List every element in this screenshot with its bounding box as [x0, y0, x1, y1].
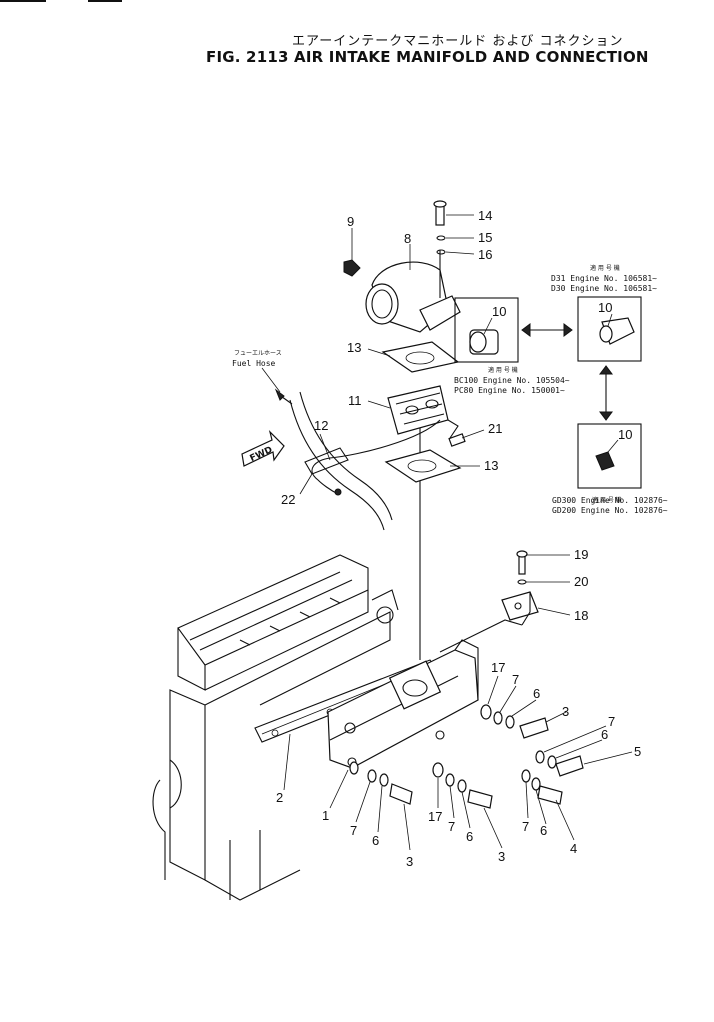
- figure-title-japanese: エアーインテークマニホールド および コネクション: [292, 34, 624, 49]
- callout-10-top-right: 10: [598, 300, 612, 315]
- callout-21: 21: [488, 421, 502, 436]
- intake-manifold-drawing: [327, 395, 523, 769]
- figure-title: FIG. 2113 AIR INTAKE MANIFOLD AND CONNEC…: [206, 48, 649, 66]
- callout-12: 12: [314, 418, 328, 433]
- callout-10-middle: 10: [492, 304, 506, 319]
- callout-3-right: 3: [562, 704, 569, 719]
- detail-box-bottom-right: [577, 423, 642, 489]
- callout-8: 8: [404, 231, 411, 246]
- fasteners-drawing: [349, 704, 584, 809]
- top-edge-mark-left: [0, 0, 46, 2]
- callout-5: 5: [634, 744, 641, 759]
- fuel-hose-label-en: Fuel Hose: [232, 359, 276, 368]
- callout-7-center: 7: [448, 819, 455, 834]
- fuel-hose-label: フューエルホース Fuel Hose: [232, 350, 282, 368]
- callout-7-left: 7: [350, 823, 357, 838]
- callout-numbers: 14 15 16 9 8 10 10 10 13 11 12 21 13 22 …: [276, 208, 641, 869]
- applicability-notes: 適 用 号 機 D31 Engine No. 106581~ D30 Engin…: [454, 264, 668, 515]
- callout-4: 4: [570, 841, 577, 856]
- callout-16: 16: [478, 247, 492, 262]
- callout-1: 1: [322, 808, 329, 823]
- callout-6-right-mid: 6: [601, 727, 608, 742]
- callout-9: 9: [347, 214, 354, 229]
- applicability-top-right-line-1: D31 Engine No. 106581~: [551, 274, 657, 283]
- detail-box-top-right: [577, 296, 642, 362]
- callout-17-center: 17: [428, 809, 442, 824]
- callout-17-right: 17: [491, 660, 505, 675]
- applicability-bottom-right-line-1: GD300 Engine No. 102876~: [552, 496, 668, 505]
- callout-14: 14: [478, 208, 492, 223]
- callout-11: 11: [348, 393, 362, 408]
- callout-7-right-top: 7: [512, 672, 519, 687]
- callout-20: 20: [574, 574, 588, 589]
- leader-lines: [283, 214, 633, 851]
- applicability-top-right-line-2: D30 Engine No. 106581~: [551, 284, 657, 293]
- detail-box-middle: [454, 297, 519, 363]
- fwd-direction-arrow: FWD: [241, 430, 285, 467]
- fuel-hose-label-jp: フューエルホース: [234, 350, 282, 357]
- callout-13-bottom: 13: [484, 458, 498, 473]
- callout-3-left: 3: [406, 854, 413, 869]
- applicability-middle-line-1: BC100 Engine No. 105504~: [454, 376, 570, 385]
- bracket-drawing: [501, 550, 539, 626]
- elbow-heater-drawing: [343, 200, 466, 483]
- interchange-arrows: [521, 323, 613, 421]
- callout-6-center: 6: [466, 829, 473, 844]
- applicability-middle-line-2: PC80 Engine No. 150001~: [454, 386, 565, 395]
- callout-19: 19: [574, 547, 588, 562]
- applicable-jp-bottom-right: 適 用 号 機: [592, 496, 622, 504]
- applicability-bottom-right-line-2: GD200 Engine No. 102876~: [552, 506, 668, 515]
- top-edge-mark-right: [88, 0, 122, 2]
- callout-10-bottom-right: 10: [618, 427, 632, 442]
- callout-18: 18: [574, 608, 588, 623]
- callout-6-left: 6: [372, 833, 379, 848]
- applicable-jp-top-right: 適 用 号 機: [590, 264, 620, 272]
- harness-fuel-hose-drawing: [261, 367, 441, 531]
- callout-6-right-top: 6: [533, 686, 540, 701]
- callout-7-bottom-right: 7: [522, 819, 529, 834]
- callout-2: 2: [276, 790, 283, 805]
- callout-22: 22: [281, 492, 295, 507]
- callout-6-bottom-right: 6: [540, 823, 547, 838]
- callout-7-right-mid: 7: [608, 714, 615, 729]
- callout-15: 15: [478, 230, 492, 245]
- applicable-jp-middle: 適 用 号 機: [488, 366, 518, 374]
- callout-3-center: 3: [498, 849, 505, 864]
- callout-13-top: 13: [347, 340, 361, 355]
